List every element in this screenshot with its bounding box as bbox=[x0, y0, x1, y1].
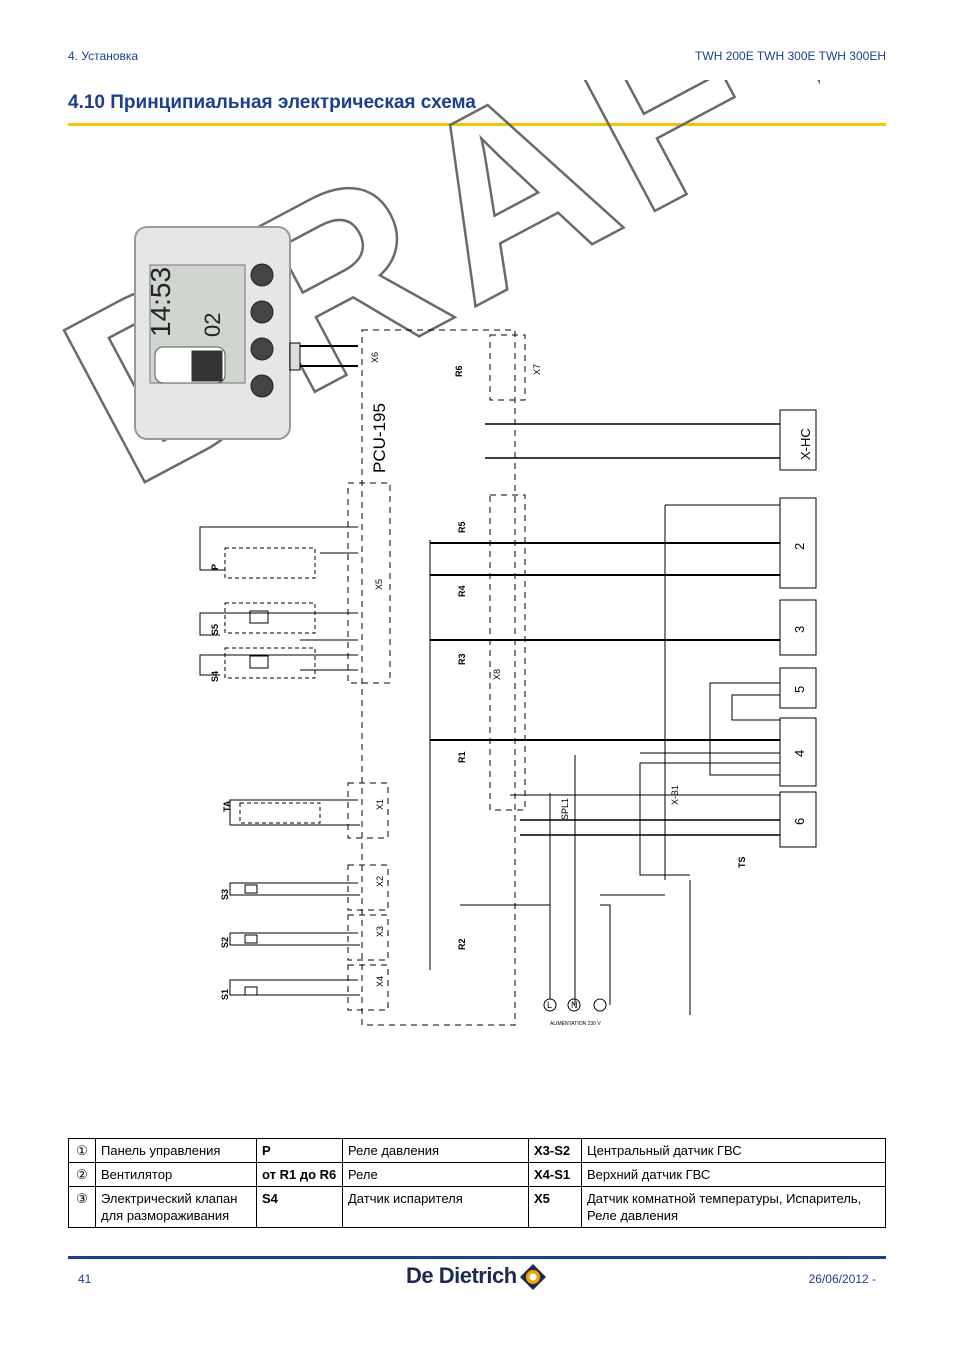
brand-logo-icon bbox=[520, 1264, 546, 1290]
conn-x7: X7 bbox=[532, 364, 542, 375]
relay-r5: R5 bbox=[457, 521, 467, 533]
legend-row: ① Панель управления P Реле давления X3-S… bbox=[68, 1138, 886, 1163]
relay-r6: R6 bbox=[454, 365, 464, 377]
relay-r1: R1 bbox=[457, 751, 467, 763]
block-5: 5 bbox=[792, 686, 807, 693]
block-4: 4 bbox=[792, 750, 807, 757]
legend-desc: Реле bbox=[342, 1162, 529, 1187]
block-6: 6 bbox=[792, 818, 807, 825]
page-date: 26/06/2012 - bbox=[808, 1272, 876, 1286]
relay-r2: R2 bbox=[457, 938, 467, 950]
relay-r4: R4 bbox=[457, 585, 467, 597]
block-3: 3 bbox=[792, 626, 807, 633]
comp-ts: TS bbox=[737, 856, 747, 868]
conn-x1: X1 bbox=[375, 799, 385, 810]
page-number: 41 bbox=[78, 1272, 92, 1286]
relay-r3: R3 bbox=[457, 653, 467, 665]
title-rule bbox=[68, 123, 886, 126]
header-section: 4. Установка bbox=[68, 49, 139, 63]
comp-ta: TA bbox=[222, 800, 232, 812]
supply-l: L bbox=[547, 1000, 552, 1010]
panel-time: 14:53 bbox=[145, 267, 176, 337]
panel-code: 02 bbox=[200, 313, 225, 337]
comp-s4: S4 bbox=[210, 671, 220, 682]
pcu-label: PCU-195 bbox=[370, 403, 389, 473]
conn-x4: X4 bbox=[375, 976, 385, 987]
conn-x8: X8 bbox=[492, 669, 502, 680]
comp-p: P bbox=[210, 564, 220, 570]
legend-code: от R1 до R6 bbox=[256, 1162, 343, 1187]
legend-code: P bbox=[256, 1138, 343, 1163]
legend-num: ② bbox=[68, 1162, 96, 1187]
conn-x2: X2 bbox=[375, 876, 385, 887]
conn-xb1: X-B1 bbox=[670, 785, 680, 805]
legend-row: ③ Электрический клапан для размораживани… bbox=[68, 1186, 886, 1228]
wiring-diagram: PCU-195 X6 X7 X5 X8 X1 X2 X3 X4 X-HC X-B… bbox=[134, 226, 817, 1027]
legend-desc: Вентилятор bbox=[95, 1162, 257, 1187]
footer-rule bbox=[68, 1256, 886, 1259]
conn-x6: X6 bbox=[370, 352, 380, 363]
comp-s1: S1 bbox=[220, 989, 230, 1000]
comp-s3: S3 bbox=[220, 889, 230, 900]
block-2: 2 bbox=[792, 543, 807, 550]
legend-code: S4 bbox=[256, 1186, 343, 1228]
header-models: TWH 200E TWH 300E TWH 300EH bbox=[695, 49, 886, 63]
conn-x3: X3 bbox=[375, 926, 385, 937]
brand-name: De Dietrich bbox=[406, 1263, 517, 1288]
legend-desc: Датчик комнатной температуры, Испаритель… bbox=[581, 1186, 886, 1228]
page-title: 4.10 Принципиальная электрическая схема bbox=[68, 92, 476, 113]
legend-desc: Датчик испарителя bbox=[342, 1186, 529, 1228]
legend-desc: Центральный датчик ГВС bbox=[581, 1138, 886, 1163]
legend-table: ① Панель управления P Реле давления X3-S… bbox=[68, 1138, 886, 1228]
legend-desc: Реле давления bbox=[342, 1138, 529, 1163]
legend-code: X4-S1 bbox=[528, 1162, 582, 1187]
conn-xhc: X-HC bbox=[798, 428, 813, 460]
legend-row: ② Вентилятор от R1 до R6 Реле X4-S1 Верх… bbox=[68, 1162, 886, 1187]
legend-desc: Электрический клапан для размораживания bbox=[95, 1186, 257, 1228]
legend-desc: Верхний датчик ГВС bbox=[581, 1162, 886, 1187]
legend-num: ③ bbox=[68, 1186, 96, 1228]
supply-label: ALIMENTATION 230 V bbox=[550, 1021, 601, 1027]
conn-x5: X5 bbox=[374, 579, 384, 590]
comp-s2: S2 bbox=[220, 937, 230, 948]
control-panel bbox=[134, 226, 291, 440]
comp-s5: S5 bbox=[210, 624, 220, 635]
legend-code: X5 bbox=[528, 1186, 582, 1228]
legend-code: X3-S2 bbox=[528, 1138, 582, 1163]
legend-num: ① bbox=[68, 1138, 96, 1163]
supply-n: N bbox=[571, 1000, 578, 1010]
legend-desc: Панель управления bbox=[95, 1138, 257, 1163]
comp-spl1: SPL1 bbox=[560, 798, 570, 820]
